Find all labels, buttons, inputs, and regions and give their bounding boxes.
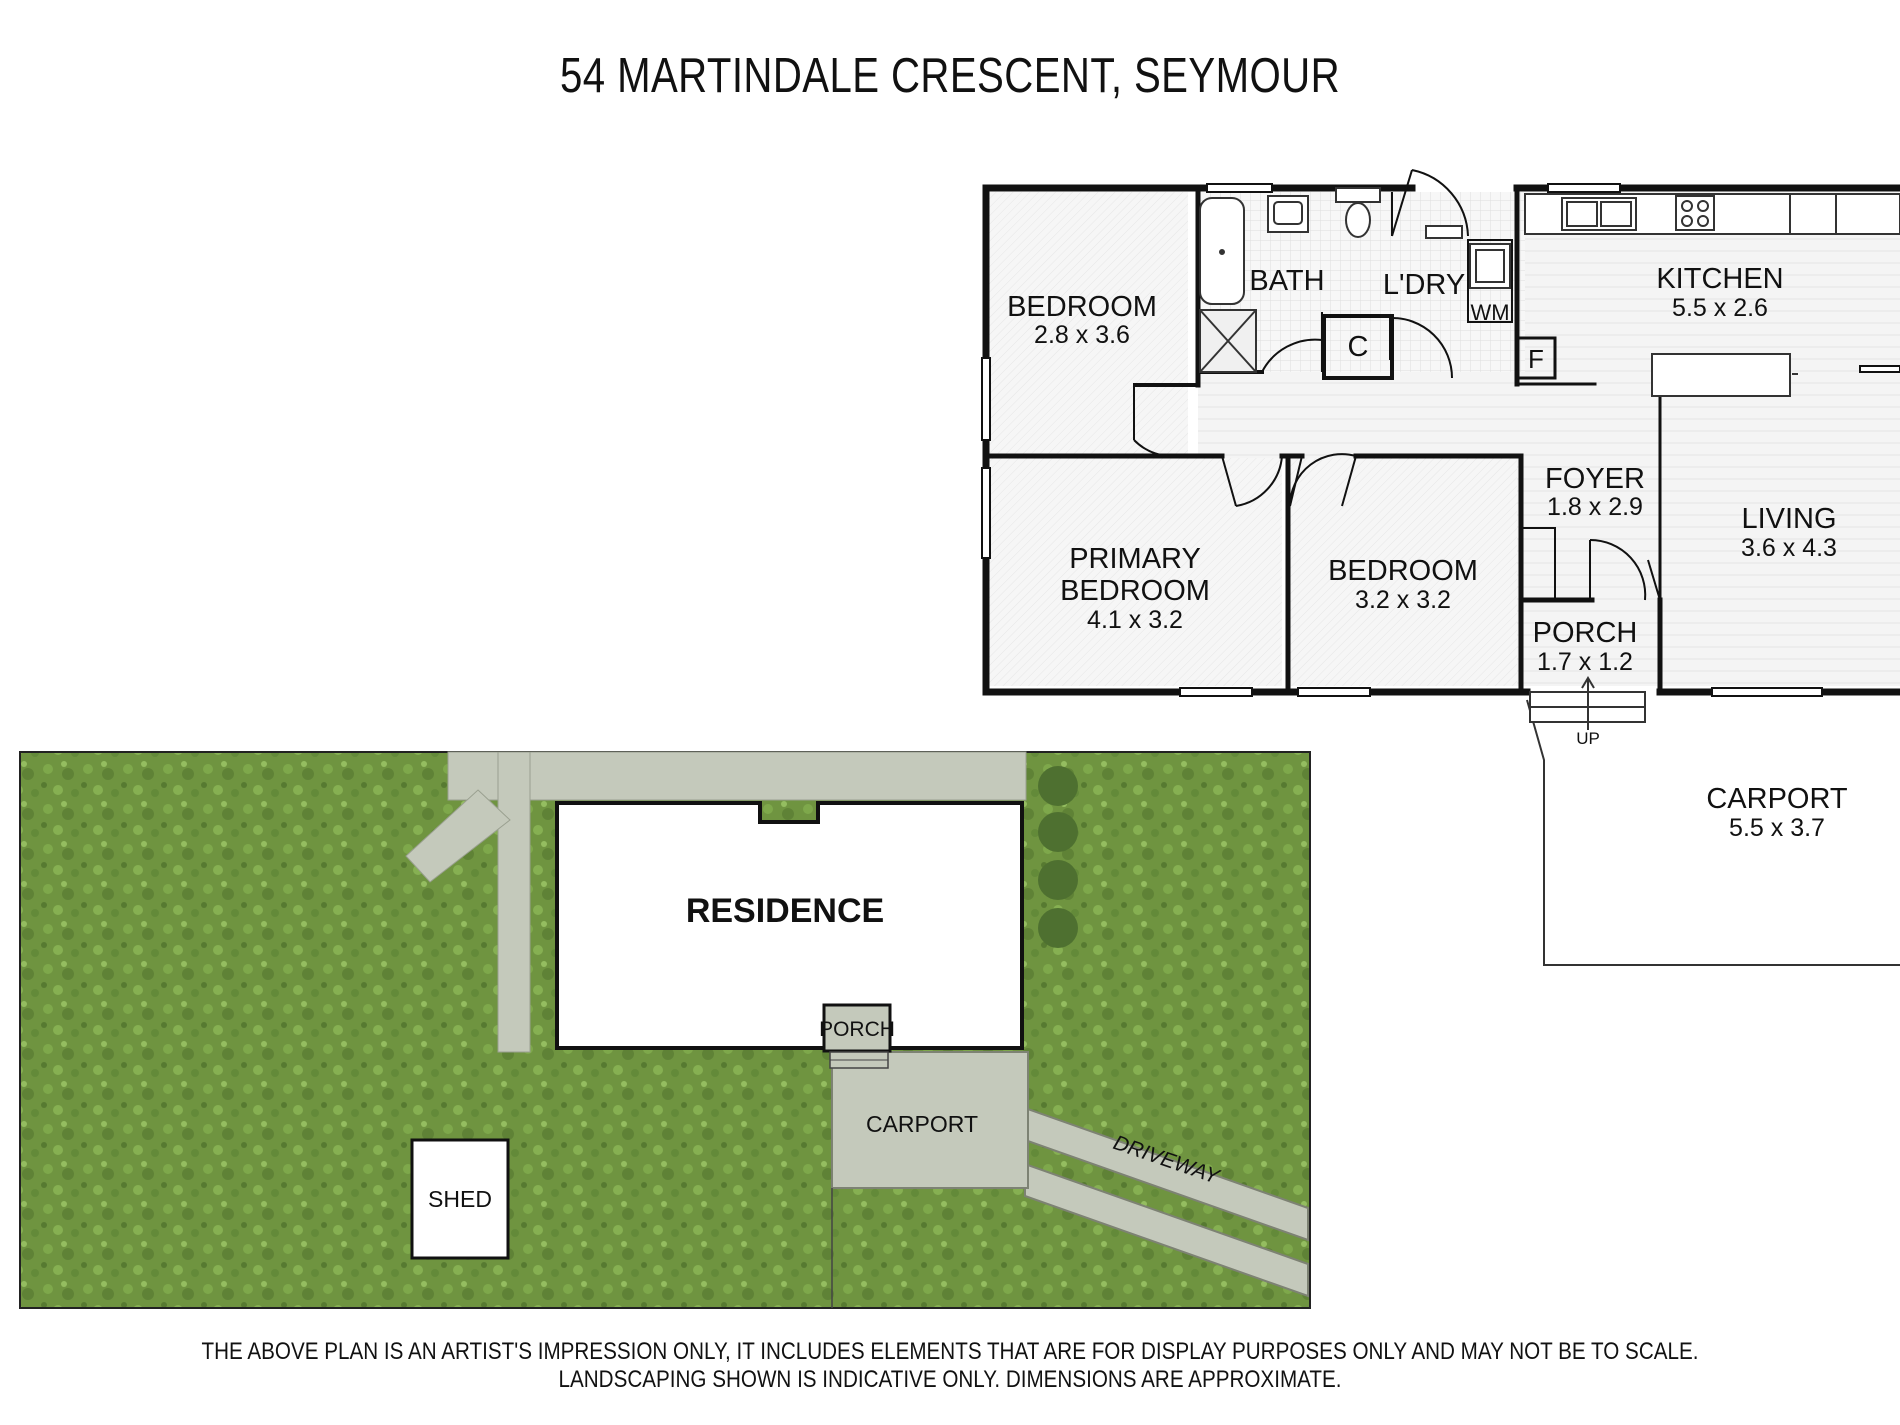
shrubs [1038, 766, 1078, 948]
primary-bedroom-dims: 4.1 x 3.2 [1087, 606, 1183, 634]
disclaimer-line-2: LANDSCAPING SHOWN IS INDICATIVE ONLY. DI… [558, 1366, 1342, 1393]
bath-label: BATH [1249, 265, 1324, 297]
floor-plan-labels: BEDROOM 2.8 x 3.6 BATH L'DRY KITCHEN 5.5… [1007, 263, 1848, 842]
toilet [1335, 187, 1381, 203]
living-dims: 3.6 x 4.3 [1741, 534, 1837, 562]
bedroom-2-label: BEDROOM [1328, 555, 1478, 587]
disclaimer-line-1: THE ABOVE PLAN IS AN ARTIST'S IMPRESSION… [201, 1338, 1699, 1365]
porch-stairs [1529, 676, 1646, 730]
primary-bedroom-label-1: PRIMARY [1069, 543, 1201, 575]
site-porch-label: PORCH [819, 1018, 895, 1041]
site-carport-label: CARPORT [866, 1111, 978, 1137]
foyer-label: FOYER [1545, 463, 1645, 495]
primary-bedroom-label-2: BEDROOM [1060, 575, 1210, 607]
bedroom-2-dims: 3.2 x 3.2 [1355, 586, 1451, 614]
kitchen-dims: 5.5 x 2.6 [1672, 294, 1768, 322]
kitchen-label: KITCHEN [1656, 263, 1783, 295]
site-porch [822, 1003, 892, 1053]
carport-dims: 5.5 x 3.7 [1729, 814, 1825, 842]
fridge-label: F [1528, 344, 1544, 374]
carport-outline [1526, 699, 1900, 966]
bedroom-1-label: BEDROOM [1007, 291, 1157, 323]
kitchen-island [1651, 353, 1791, 397]
site-residence-label: RESIDENCE [686, 892, 884, 930]
site-shed [410, 1138, 510, 1260]
cupboard-label: C [1348, 331, 1369, 363]
stairs-up-label: UP [1576, 729, 1600, 748]
carport-label: CARPORT [1706, 783, 1848, 815]
bathroom-fixtures [1199, 187, 1511, 373]
bedroom-1-dims: 2.8 x 3.6 [1034, 321, 1130, 349]
door-swings [1133, 169, 1661, 601]
page-title: 54 MARTINDALE CRESCENT, SEYMOUR [559, 49, 1341, 103]
washing-machine-label: WM [1470, 300, 1509, 325]
site-residence [555, 801, 1024, 1050]
laundry-label: L'DRY [1383, 269, 1465, 301]
porch-dims: 1.7 x 1.2 [1537, 648, 1633, 676]
living-label: LIVING [1741, 503, 1836, 535]
kitchen-fixtures [1524, 193, 1900, 397]
foyer-dims: 1.8 x 2.9 [1547, 493, 1643, 521]
site-carport [831, 1051, 1029, 1189]
cooktop [1675, 195, 1715, 231]
porch-label: PORCH [1533, 617, 1638, 649]
windows [981, 183, 1900, 697]
site-plan: DRIVEWAY CARPORT RESIDENCE PORCH SHED [19, 751, 1311, 1309]
site-paths [405, 751, 1027, 1053]
site-shed-label: SHED [428, 1186, 492, 1212]
